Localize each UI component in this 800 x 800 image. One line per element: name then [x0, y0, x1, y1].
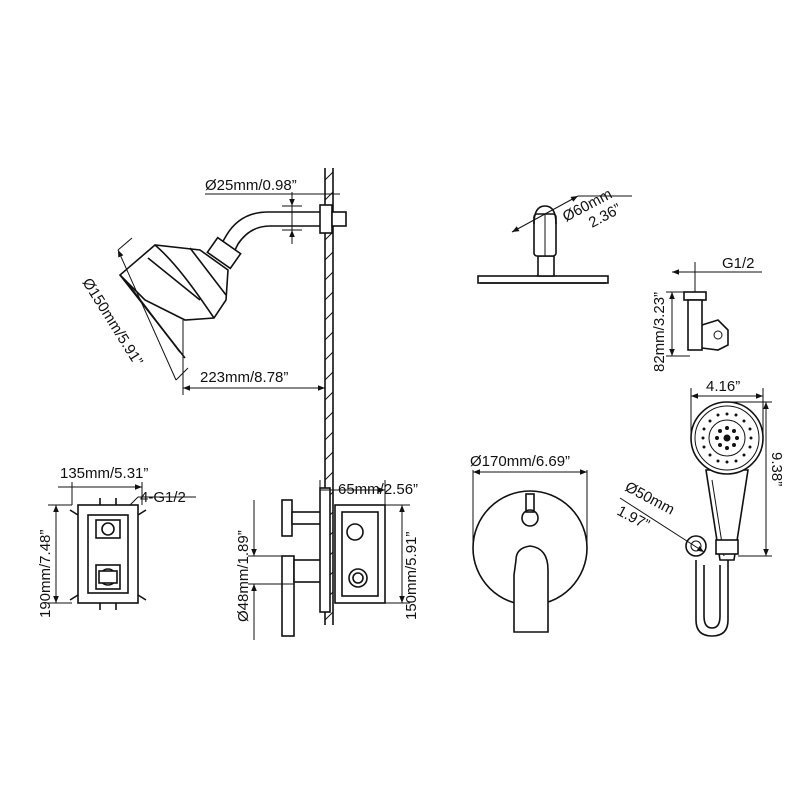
pipe-diameter-label: Ø25mm/0.98”	[205, 177, 297, 194]
hand-length-label: 9.38”	[768, 452, 785, 486]
hand-width-label: 4.16”	[706, 378, 740, 395]
valve-front-view: Ø170mm/6.69”	[470, 453, 588, 633]
spray-nozzles	[701, 412, 753, 464]
hand-shower-holder: G1/2 82mm/3.23”	[651, 255, 762, 372]
in-wall-box-front-view: 135mm/5.31” 4-G1/2 190mm/7.48”	[37, 465, 196, 618]
box-width-label: 135mm/5.31”	[60, 465, 148, 482]
hand-diameter-in-label: 1.97”	[614, 503, 652, 534]
box-height-label: 190mm/7.48”	[37, 530, 54, 618]
arm-length-label: 223mm/8.78”	[200, 369, 288, 386]
plate-diameter-label: Ø170mm/6.69”	[470, 453, 570, 470]
valve-height-label: 150mm/5.91”	[403, 532, 420, 620]
rain-head-view: Ø60mm 2.36”	[477, 185, 632, 284]
shower-head-side-view	[118, 204, 347, 359]
box-thread-label: 4-G1/2	[140, 489, 186, 506]
depth-label: 65mm/2.56”	[338, 481, 418, 498]
holder-height-label: 82mm/3.23”	[651, 292, 668, 372]
arm-length-dimension: 223mm/8.78”	[182, 320, 325, 395]
hand-shower-view: 4.16” 9.38” Ø50mm 1.97”	[614, 378, 785, 637]
pipe-diameter-dimension: Ø25mm/0.98”	[205, 177, 340, 244]
holder-thread-label: G1/2	[722, 255, 755, 272]
handle-diameter-label: Ø48mm/1.89”	[235, 530, 252, 622]
valve-side-view: 65mm/2.56” Ø48mm/1.89” 150mm/5.91”	[235, 480, 420, 640]
